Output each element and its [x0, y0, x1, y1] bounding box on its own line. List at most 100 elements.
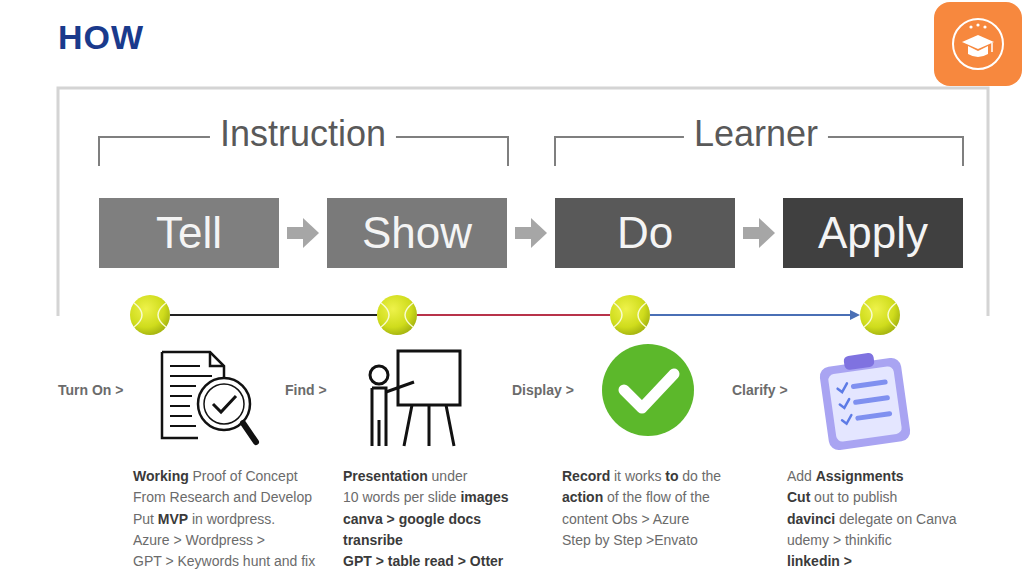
note-text: From Research and Develop: [133, 489, 312, 505]
note-text: it works: [614, 468, 661, 484]
easel-legs: [404, 405, 454, 446]
tennis-ball: [860, 295, 900, 335]
clipboard-icon: [819, 352, 912, 451]
clipboard-clip: [843, 352, 875, 370]
teacher-icon: [370, 351, 460, 446]
teacher-head: [370, 366, 388, 384]
note-text: 10 words per slide: [343, 489, 457, 505]
timeline-segment: [417, 314, 610, 316]
step-caption: Find >: [285, 382, 327, 398]
step-box: Apply: [783, 198, 963, 268]
note-line: content Obs > Azure: [562, 511, 689, 527]
note-text: Add: [787, 468, 812, 484]
flow-arrow: [515, 227, 531, 239]
note-text: Put: [133, 511, 154, 527]
note-line: actionof the flow of the: [562, 489, 710, 505]
step-caption: Turn On >: [58, 382, 123, 398]
note-text: MVP: [158, 511, 188, 527]
check-ticks: [837, 383, 852, 424]
check-circle: [602, 344, 694, 436]
note-text: Cut: [787, 489, 810, 505]
note-line: udemy > thinkific: [787, 532, 892, 548]
note-text: davinci: [787, 511, 835, 527]
note-line: davincidelegate on Canva: [787, 511, 957, 527]
magnifier-rim: [204, 384, 244, 424]
note-line: From Research and Develop: [133, 489, 312, 505]
note-text: Record: [562, 468, 610, 484]
step-label: Show: [362, 209, 472, 257]
note-text: GPT > Keywords hunt and fix: [133, 553, 315, 569]
tennis-ball: [610, 295, 650, 335]
tennis-ball: [377, 295, 417, 335]
note-line: Presentationunder: [343, 468, 467, 484]
note-text: do the: [682, 468, 721, 484]
ball-seam: [614, 303, 646, 327]
document-search-icon: [162, 352, 256, 442]
step-box: Show: [327, 198, 507, 268]
timeline-arrow: [650, 314, 858, 316]
teacher-body: [372, 388, 386, 446]
teacher-arm: [386, 382, 414, 392]
note-line: Azure > Wordpress >: [133, 532, 265, 548]
note-text: under: [432, 468, 468, 484]
note-line: WorkingProof of Concept: [133, 468, 298, 484]
step-caption: Clarify >: [732, 382, 788, 398]
tennis-ball: [130, 295, 170, 335]
ball-seam: [134, 303, 166, 327]
note-line: Recordit workstodo the: [562, 468, 721, 484]
note-text: Presentation: [343, 468, 428, 484]
ball-seam: [381, 303, 413, 327]
logo-star: [969, 25, 972, 28]
group-label: Learner: [684, 114, 828, 154]
tennis-ball: [610, 295, 650, 335]
note-text: Step by Step >Envato: [562, 532, 698, 548]
note-line: canva > google docs: [343, 511, 481, 527]
check-lines: [853, 382, 889, 418]
note-line: Cutout to publish: [787, 489, 897, 505]
document-fold: [210, 352, 224, 366]
logo-star: [976, 23, 979, 26]
note-line: linkedin >: [787, 553, 852, 569]
note-line: transribe: [343, 532, 403, 548]
check-mark: [624, 374, 674, 408]
step-label: Tell: [156, 209, 222, 257]
board: [398, 351, 460, 405]
magnifier-check: [213, 396, 236, 412]
flow-arrow: [743, 227, 759, 239]
frame: [58, 88, 988, 316]
logo-tassel: [991, 43, 993, 52]
step-box: Do: [555, 198, 735, 268]
note-text: to: [665, 468, 678, 484]
flow-arrow: [287, 227, 303, 239]
logo-ring: [953, 19, 1003, 69]
note-text: canva > google docs: [343, 511, 481, 527]
note-line: Step by Step >Envato: [562, 532, 698, 548]
note-text: of the flow of the: [607, 489, 710, 505]
tennis-ball: [130, 295, 170, 335]
note-line: PutMVPin wordpress.: [133, 511, 275, 527]
page-title: HOW: [58, 18, 144, 57]
note-text: Proof of Concept: [193, 468, 298, 484]
note-text: Azure > Wordpress >: [133, 532, 265, 548]
note-line: 10 words per slideimages: [343, 489, 509, 505]
step-label: Apply: [818, 209, 928, 257]
clipboard-board: [819, 357, 912, 452]
note-text: action: [562, 489, 603, 505]
clipboard-checks: [837, 378, 890, 424]
tennis-ball: [860, 295, 900, 335]
note-line: GPT > table read > Otter: [343, 553, 503, 569]
note-text: GPT > table read > Otter: [343, 553, 503, 569]
step-box: Tell: [99, 198, 279, 268]
step-caption: Display >: [512, 382, 574, 398]
note-text: udemy > thinkific: [787, 532, 892, 548]
note-text: out to publish: [814, 489, 897, 505]
note-line: GPT > Keywords hunt and fix: [133, 553, 315, 569]
document-outline: [162, 352, 224, 438]
ball-seam: [864, 303, 896, 327]
logo-cap: [962, 35, 994, 49]
note-line: AddAssignments: [787, 468, 904, 484]
tennis-ball: [377, 295, 417, 335]
step-label: Do: [617, 209, 673, 257]
note-text: linkedin >: [787, 553, 852, 569]
